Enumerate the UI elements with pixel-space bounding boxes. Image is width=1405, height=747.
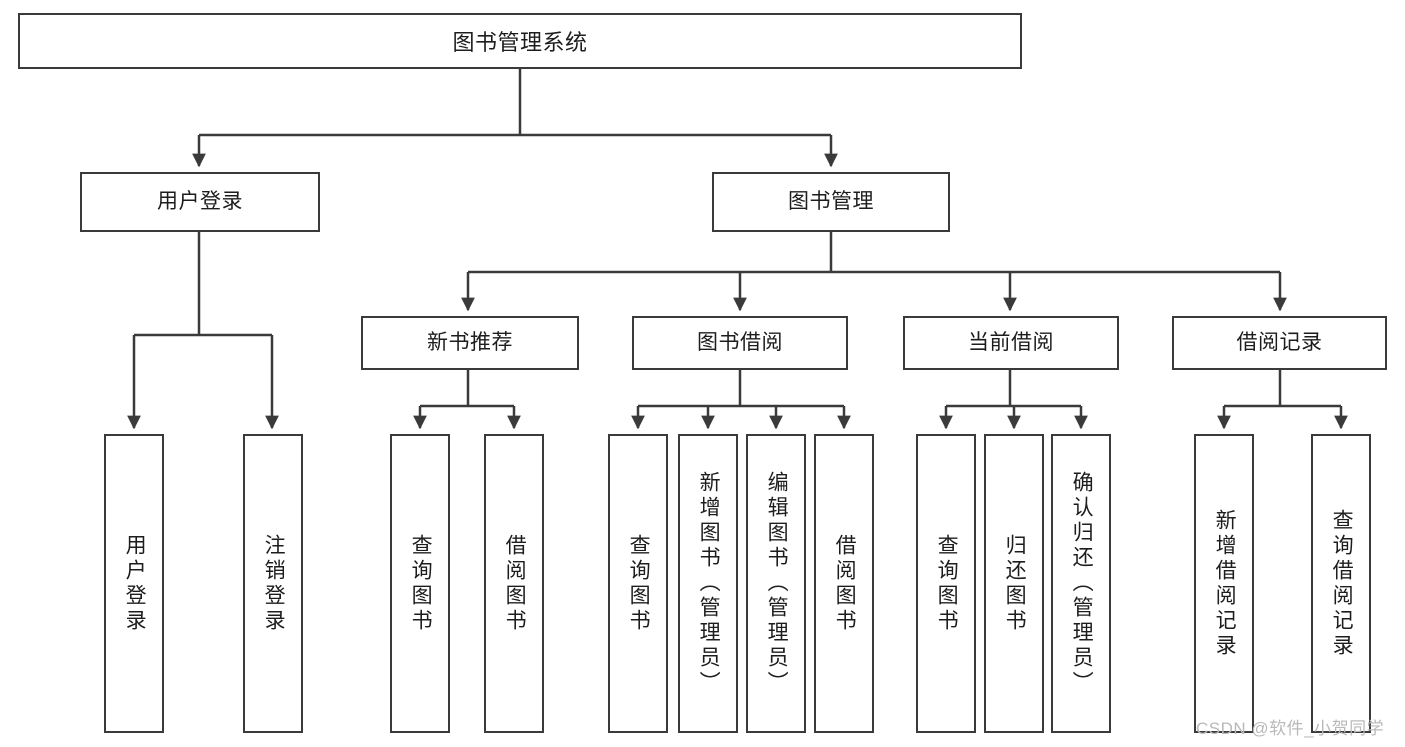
node-label: 确认归还（管理员） — [1070, 471, 1094, 696]
node-leaf-add-borrow-record[interactable]: 新增借阅记录 — [1194, 434, 1254, 733]
node-leaf-logout[interactable]: 注销登录 — [243, 434, 303, 733]
node-label: 借阅记录 — [1236, 331, 1323, 355]
node-new-book-recommend[interactable]: 新书推荐 — [361, 316, 579, 370]
node-label: 新书推荐 — [427, 331, 513, 355]
node-leaf-query-book-current[interactable]: 查询图书 — [916, 434, 976, 733]
node-label: 当前借阅 — [968, 331, 1054, 355]
node-user-login[interactable]: 用户登录 — [80, 172, 320, 232]
node-label: 归还图书 — [1003, 533, 1027, 634]
csdn-watermark: CSDN @软件_小贺同学 — [1196, 719, 1385, 738]
node-label: 新增图书（管理员） — [697, 471, 721, 696]
node-label: 借阅图书 — [503, 533, 527, 634]
node-book-borrow[interactable]: 图书借阅 — [632, 316, 848, 370]
node-leaf-user-login[interactable]: 用户登录 — [104, 434, 164, 733]
node-leaf-return-book[interactable]: 归还图书 — [984, 434, 1044, 733]
node-current-borrow[interactable]: 当前借阅 — [903, 316, 1119, 370]
node-leaf-borrow-book[interactable]: 借阅图书 — [814, 434, 874, 733]
node-label: 借阅图书 — [833, 533, 857, 634]
node-label: 图书借阅 — [697, 331, 783, 355]
node-leaf-query-borrow-record[interactable]: 查询借阅记录 — [1311, 434, 1371, 733]
node-label: 查询图书 — [627, 533, 651, 634]
node-leaf-add-book-admin[interactable]: 新增图书（管理员） — [678, 434, 738, 733]
node-label: 用户登录 — [123, 533, 147, 634]
node-label: 图书管理系统 — [452, 30, 588, 55]
node-leaf-confirm-return-admin[interactable]: 确认归还（管理员） — [1051, 434, 1111, 733]
node-book-manage[interactable]: 图书管理 — [712, 172, 950, 232]
node-label: 图书管理 — [788, 190, 874, 214]
node-borrow-record[interactable]: 借阅记录 — [1172, 316, 1387, 370]
node-root-system[interactable]: 图书管理系统 — [18, 13, 1022, 69]
node-leaf-query-book-recommend[interactable]: 查询图书 — [390, 434, 450, 733]
node-label: 查询图书 — [409, 533, 433, 634]
node-label: 查询借阅记录 — [1330, 508, 1354, 659]
node-leaf-query-book-borrow[interactable]: 查询图书 — [608, 434, 668, 733]
node-label: 查询图书 — [935, 533, 959, 634]
node-label: 编辑图书（管理员） — [765, 471, 789, 696]
node-leaf-borrow-book-recommend[interactable]: 借阅图书 — [484, 434, 544, 733]
node-label: 新增借阅记录 — [1213, 508, 1237, 659]
node-label: 注销登录 — [262, 533, 286, 634]
node-leaf-edit-book-admin[interactable]: 编辑图书（管理员） — [746, 434, 806, 733]
node-label: 用户登录 — [157, 190, 243, 214]
